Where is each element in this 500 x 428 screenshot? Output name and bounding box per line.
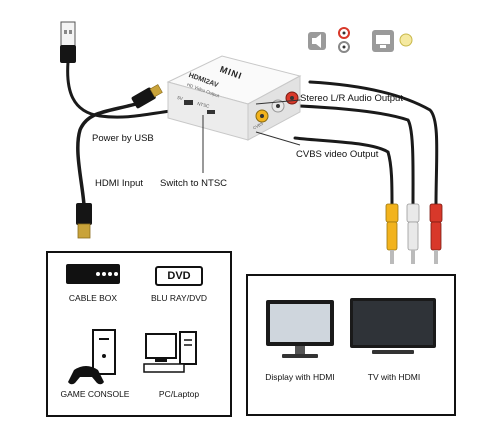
usb-power-cable — [66, 60, 182, 119]
cable-box-icon — [66, 264, 120, 284]
display-devices-box — [246, 274, 456, 416]
tv-icon — [350, 298, 436, 354]
audio-jacks-icon — [338, 27, 350, 53]
rca-plug-yellow — [385, 203, 399, 264]
dvd-icon: DVD — [155, 266, 203, 286]
pc-laptop-caption: PC/Laptop — [158, 389, 200, 399]
converter-device — [166, 55, 302, 141]
rca-plug-red — [429, 203, 443, 264]
hdmi-display-icon — [266, 300, 334, 358]
device-port-text: 5V — [176, 95, 184, 102]
switch-label: Switch to NTSC — [160, 178, 228, 189]
usb-plug — [60, 21, 76, 63]
cable-box-caption: CABLE BOX — [68, 293, 118, 303]
tv-caption: TV with HDMI — [367, 372, 421, 382]
game-console-caption: GAME CONSOLE — [60, 389, 130, 399]
speaker-icon — [308, 32, 326, 50]
stereo-output-label: Stereo L/R Audio Output — [300, 93, 403, 104]
video-jack-icon — [399, 33, 413, 47]
rca-plug-white — [406, 203, 420, 264]
power-label: Power by USB — [92, 133, 154, 144]
monitor-icon — [372, 30, 394, 52]
hdmi-cable — [76, 100, 145, 207]
source-devices-box — [46, 251, 232, 417]
cvbs-output-label: CVBS video Output — [296, 149, 379, 160]
game-console-icon — [68, 329, 116, 385]
bluray-caption: BLU RAY/DVD — [150, 293, 208, 303]
pointer-lines — [202, 99, 301, 173]
hdmi-plug-device — [131, 84, 163, 109]
hdmi-input-label: HDMI Input — [95, 178, 144, 189]
hdmi-plug-input — [76, 203, 92, 239]
hdmi-display-caption: Display with HDMI — [265, 372, 335, 382]
rca-cables — [293, 80, 439, 207]
pc-laptop-icon — [143, 331, 197, 373]
